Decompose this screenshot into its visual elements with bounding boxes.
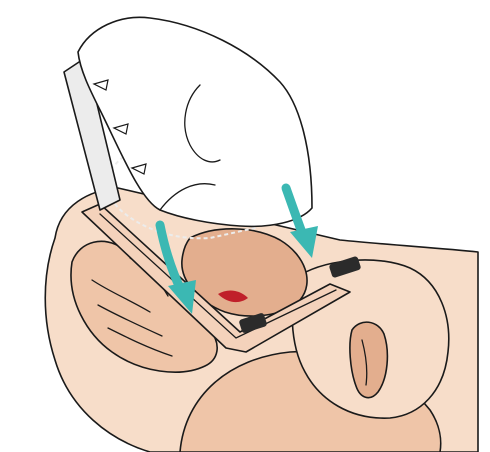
palm-fold	[350, 322, 387, 398]
